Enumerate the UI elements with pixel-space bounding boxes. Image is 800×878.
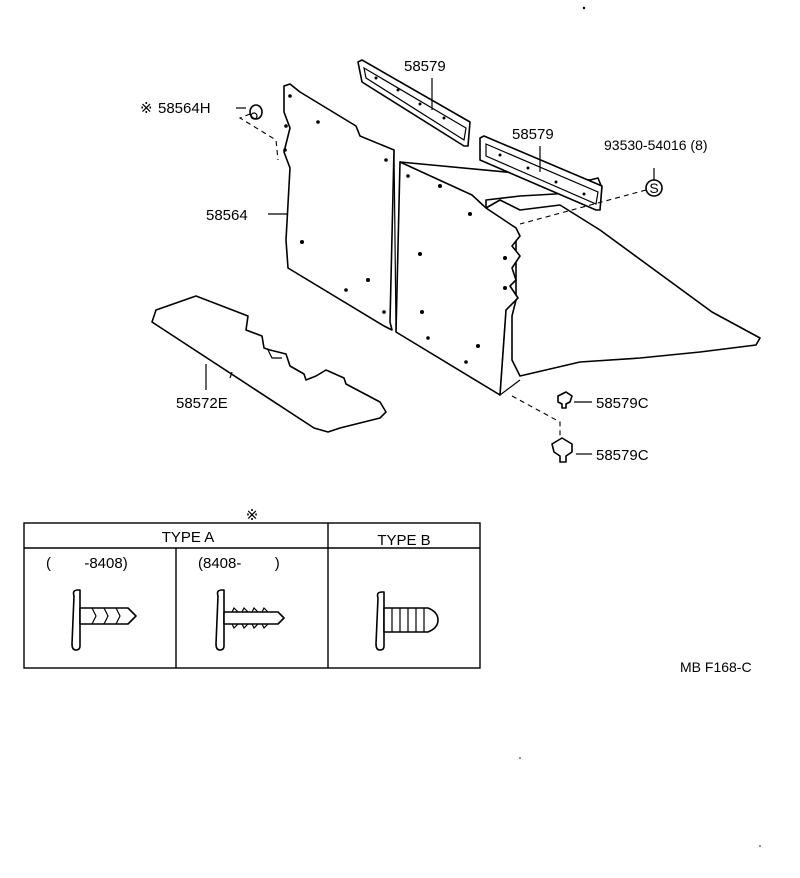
clip-type-table: ※ TYPE A TYPE B ( -8408) (8408- ) (23, 507, 481, 669)
label-58564H-star: ※ (140, 100, 153, 117)
label-93530: 93530-54016 (8) (604, 137, 708, 153)
screw-93530-icon: S (645, 179, 663, 197)
label-58564: 58564 (206, 207, 248, 224)
label-58579C-upper: 58579C (596, 395, 649, 412)
clip-type-a-old-icon (71, 589, 137, 651)
drawing-code: MB F168-C (680, 659, 752, 675)
clip-type-b-icon (375, 591, 439, 651)
clip-58564H-icon (249, 104, 263, 120)
label-58564H: 58564H (158, 100, 211, 117)
label-58579-upper: 58579 (404, 58, 446, 75)
side-panel-58564 (283, 83, 397, 331)
table-range-after-8408: (8408- ) (198, 555, 280, 572)
retainer-strip-58579-lower (479, 135, 603, 211)
dashed-guides (238, 113, 647, 438)
leader-lines (205, 78, 655, 455)
table-range-before-8408: ( -8408) (46, 555, 128, 572)
clip-58579C-lower-icon (551, 437, 573, 463)
label-58579-lower: 58579 (512, 126, 554, 143)
screw-s-marker: S (649, 180, 658, 196)
rear-floor-carpet (395, 161, 761, 397)
table-header-type-b: TYPE B (377, 532, 430, 549)
clip-type-a-new-icon (215, 589, 285, 651)
floor-mat-58572E (151, 295, 387, 433)
table-header-type-a: TYPE A (162, 529, 215, 546)
label-58579C-lower: 58579C (596, 447, 649, 464)
table-star-symbol: ※ (246, 507, 259, 524)
label-58572E: 58572E (176, 395, 228, 412)
clip-58579C-upper-icon (557, 391, 573, 409)
